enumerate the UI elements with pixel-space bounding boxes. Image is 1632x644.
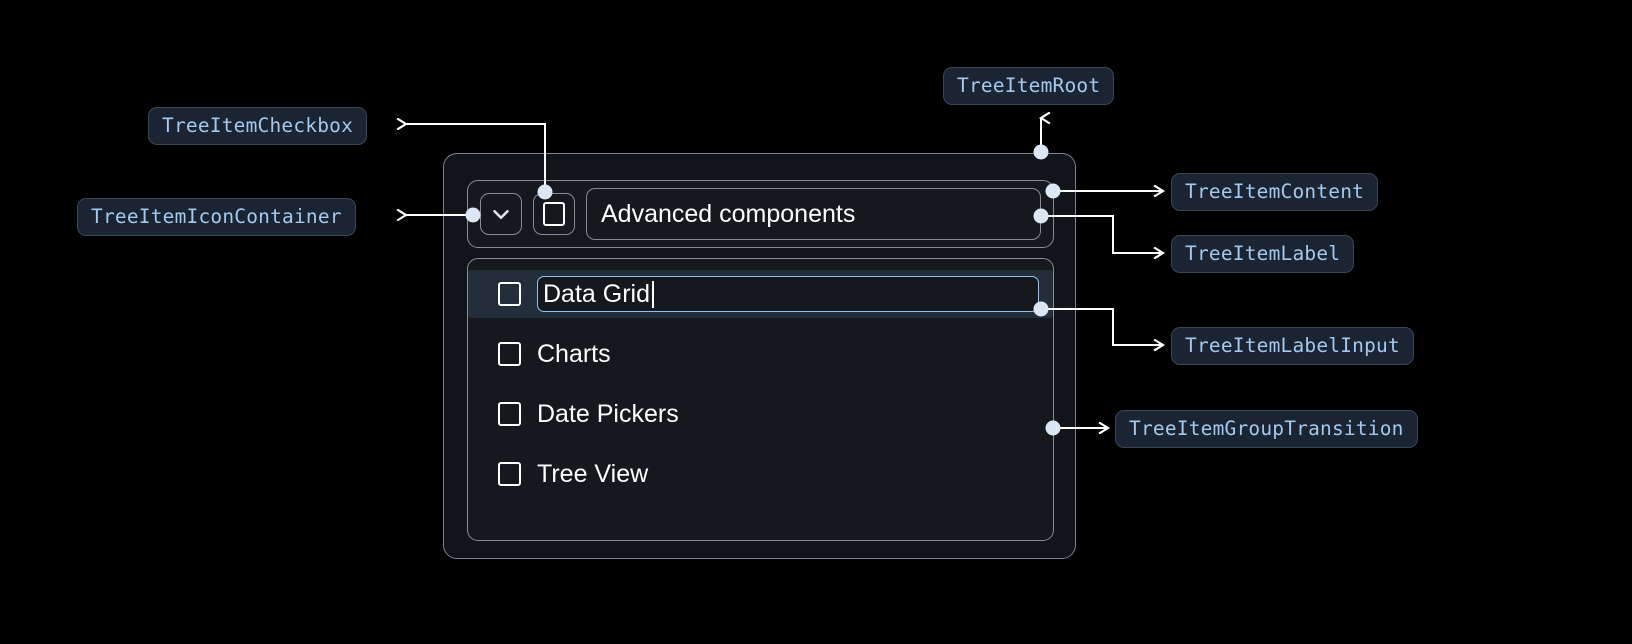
annotation-chip-tree-item-label: TreeItemLabel xyxy=(1171,235,1355,273)
annotation-chip-tree-item-label-input: TreeItemLabelInput xyxy=(1171,327,1414,365)
checkbox-square-icon[interactable] xyxy=(498,402,521,426)
tree-item-child-row[interactable]: Date Pickers xyxy=(468,390,1053,438)
annotation-chip-tree-item-checkbox: TreeItemCheckbox xyxy=(148,107,368,145)
tree-item-label[interactable]: Advanced components xyxy=(586,188,1041,240)
annotation-chip-tree-item-group-transition: TreeItemGroupTransition xyxy=(1115,410,1418,448)
tree-item-child-row[interactable]: Data Grid xyxy=(468,270,1053,318)
annotation-chip-tree-item-content: TreeItemContent xyxy=(1171,173,1379,211)
annotation-chip-tree-item-root: TreeItemRoot xyxy=(943,67,1115,105)
tree-item-label-input[interactable]: Data Grid xyxy=(537,276,1039,312)
tree-item-icon-container[interactable] xyxy=(480,193,522,235)
checkbox-square-icon[interactable] xyxy=(498,342,521,366)
tree-item-label: Date Pickers xyxy=(537,399,679,428)
tree-item-child-row[interactable]: Tree View xyxy=(468,450,1053,498)
tree-item-label: Charts xyxy=(537,339,611,368)
checkbox-square-icon[interactable] xyxy=(498,282,521,306)
tree-item-checkbox[interactable] xyxy=(533,193,575,235)
text-caret xyxy=(651,280,654,308)
tree-item-content[interactable]: Advanced components xyxy=(467,180,1054,248)
chevron-down-icon xyxy=(488,201,514,227)
annotation-chip-tree-item-icon-container: TreeItemIconContainer xyxy=(77,198,356,236)
tree-item-label-input-value: Data Grid xyxy=(543,279,650,308)
tree-item-root[interactable]: Advanced components Data Grid Charts Dat… xyxy=(443,153,1076,559)
tree-item-label-text: Advanced components xyxy=(601,199,856,228)
tree-item-group-transition: Data Grid Charts Date Pickers Tree View xyxy=(467,258,1054,541)
tree-item-label: Tree View xyxy=(537,459,649,488)
checkbox-square-icon[interactable] xyxy=(498,462,521,486)
tree-item-child-row[interactable]: Charts xyxy=(468,330,1053,378)
checkbox-square-icon xyxy=(543,202,565,226)
